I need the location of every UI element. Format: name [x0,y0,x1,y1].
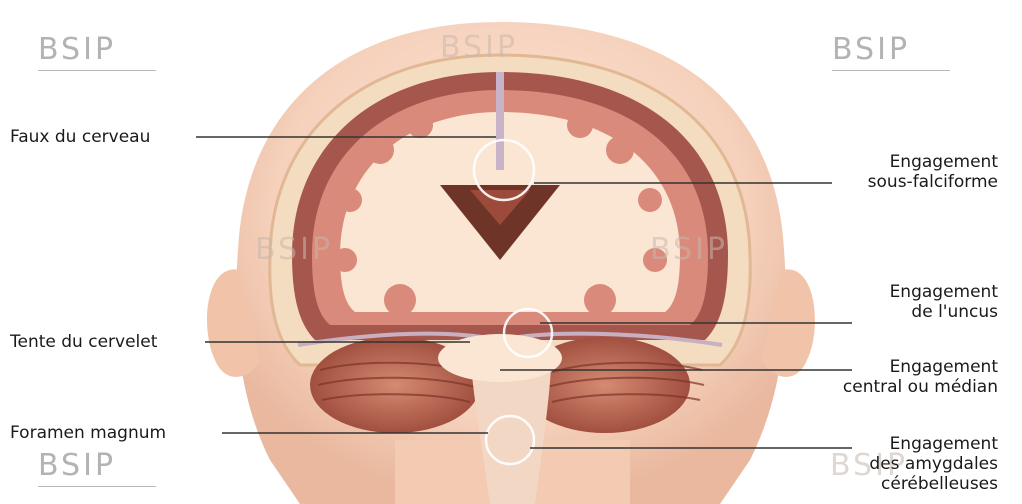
watermark-bsip: BSIP [832,32,910,67]
label-engagement-uncus: Engagement de l'uncus [890,282,998,322]
label-engagement-amygdales: Engagement des amygdales cérébelleuses [869,434,998,494]
watermark-bsip: BSIP [255,232,333,267]
label-engagement-sous-falciforme: Engagement sous-falciforme [868,152,998,192]
label-line: Engagement [890,282,998,302]
watermark-underline [38,486,156,487]
watermark-underline [832,70,950,71]
label-line: cérébelleuses [869,474,998,494]
label-line: Engagement [869,434,998,454]
label-foramen-magnum: Foramen magnum [10,423,166,443]
label-line: Engagement [843,357,998,377]
label-line: sous-falciforme [868,172,998,192]
falx-cerebri [496,72,504,170]
label-line: central ou médian [843,377,998,397]
watermark-bsip: BSIP [650,232,728,267]
watermark-underline [38,70,156,71]
label-faux-du-cerveau: Faux du cerveau [10,127,150,147]
label-tente-du-cervelet: Tente du cervelet [10,332,157,352]
central-region [438,334,562,382]
label-line: de l'uncus [890,302,998,322]
watermark-bsip: BSIP [38,448,116,483]
watermark-bsip: BSIP [440,30,518,65]
watermark-bsip: BSIP [38,32,116,67]
label-line: Engagement [868,152,998,172]
label-engagement-central: Engagement central ou médian [843,357,998,397]
label-line: des amygdales [869,454,998,474]
